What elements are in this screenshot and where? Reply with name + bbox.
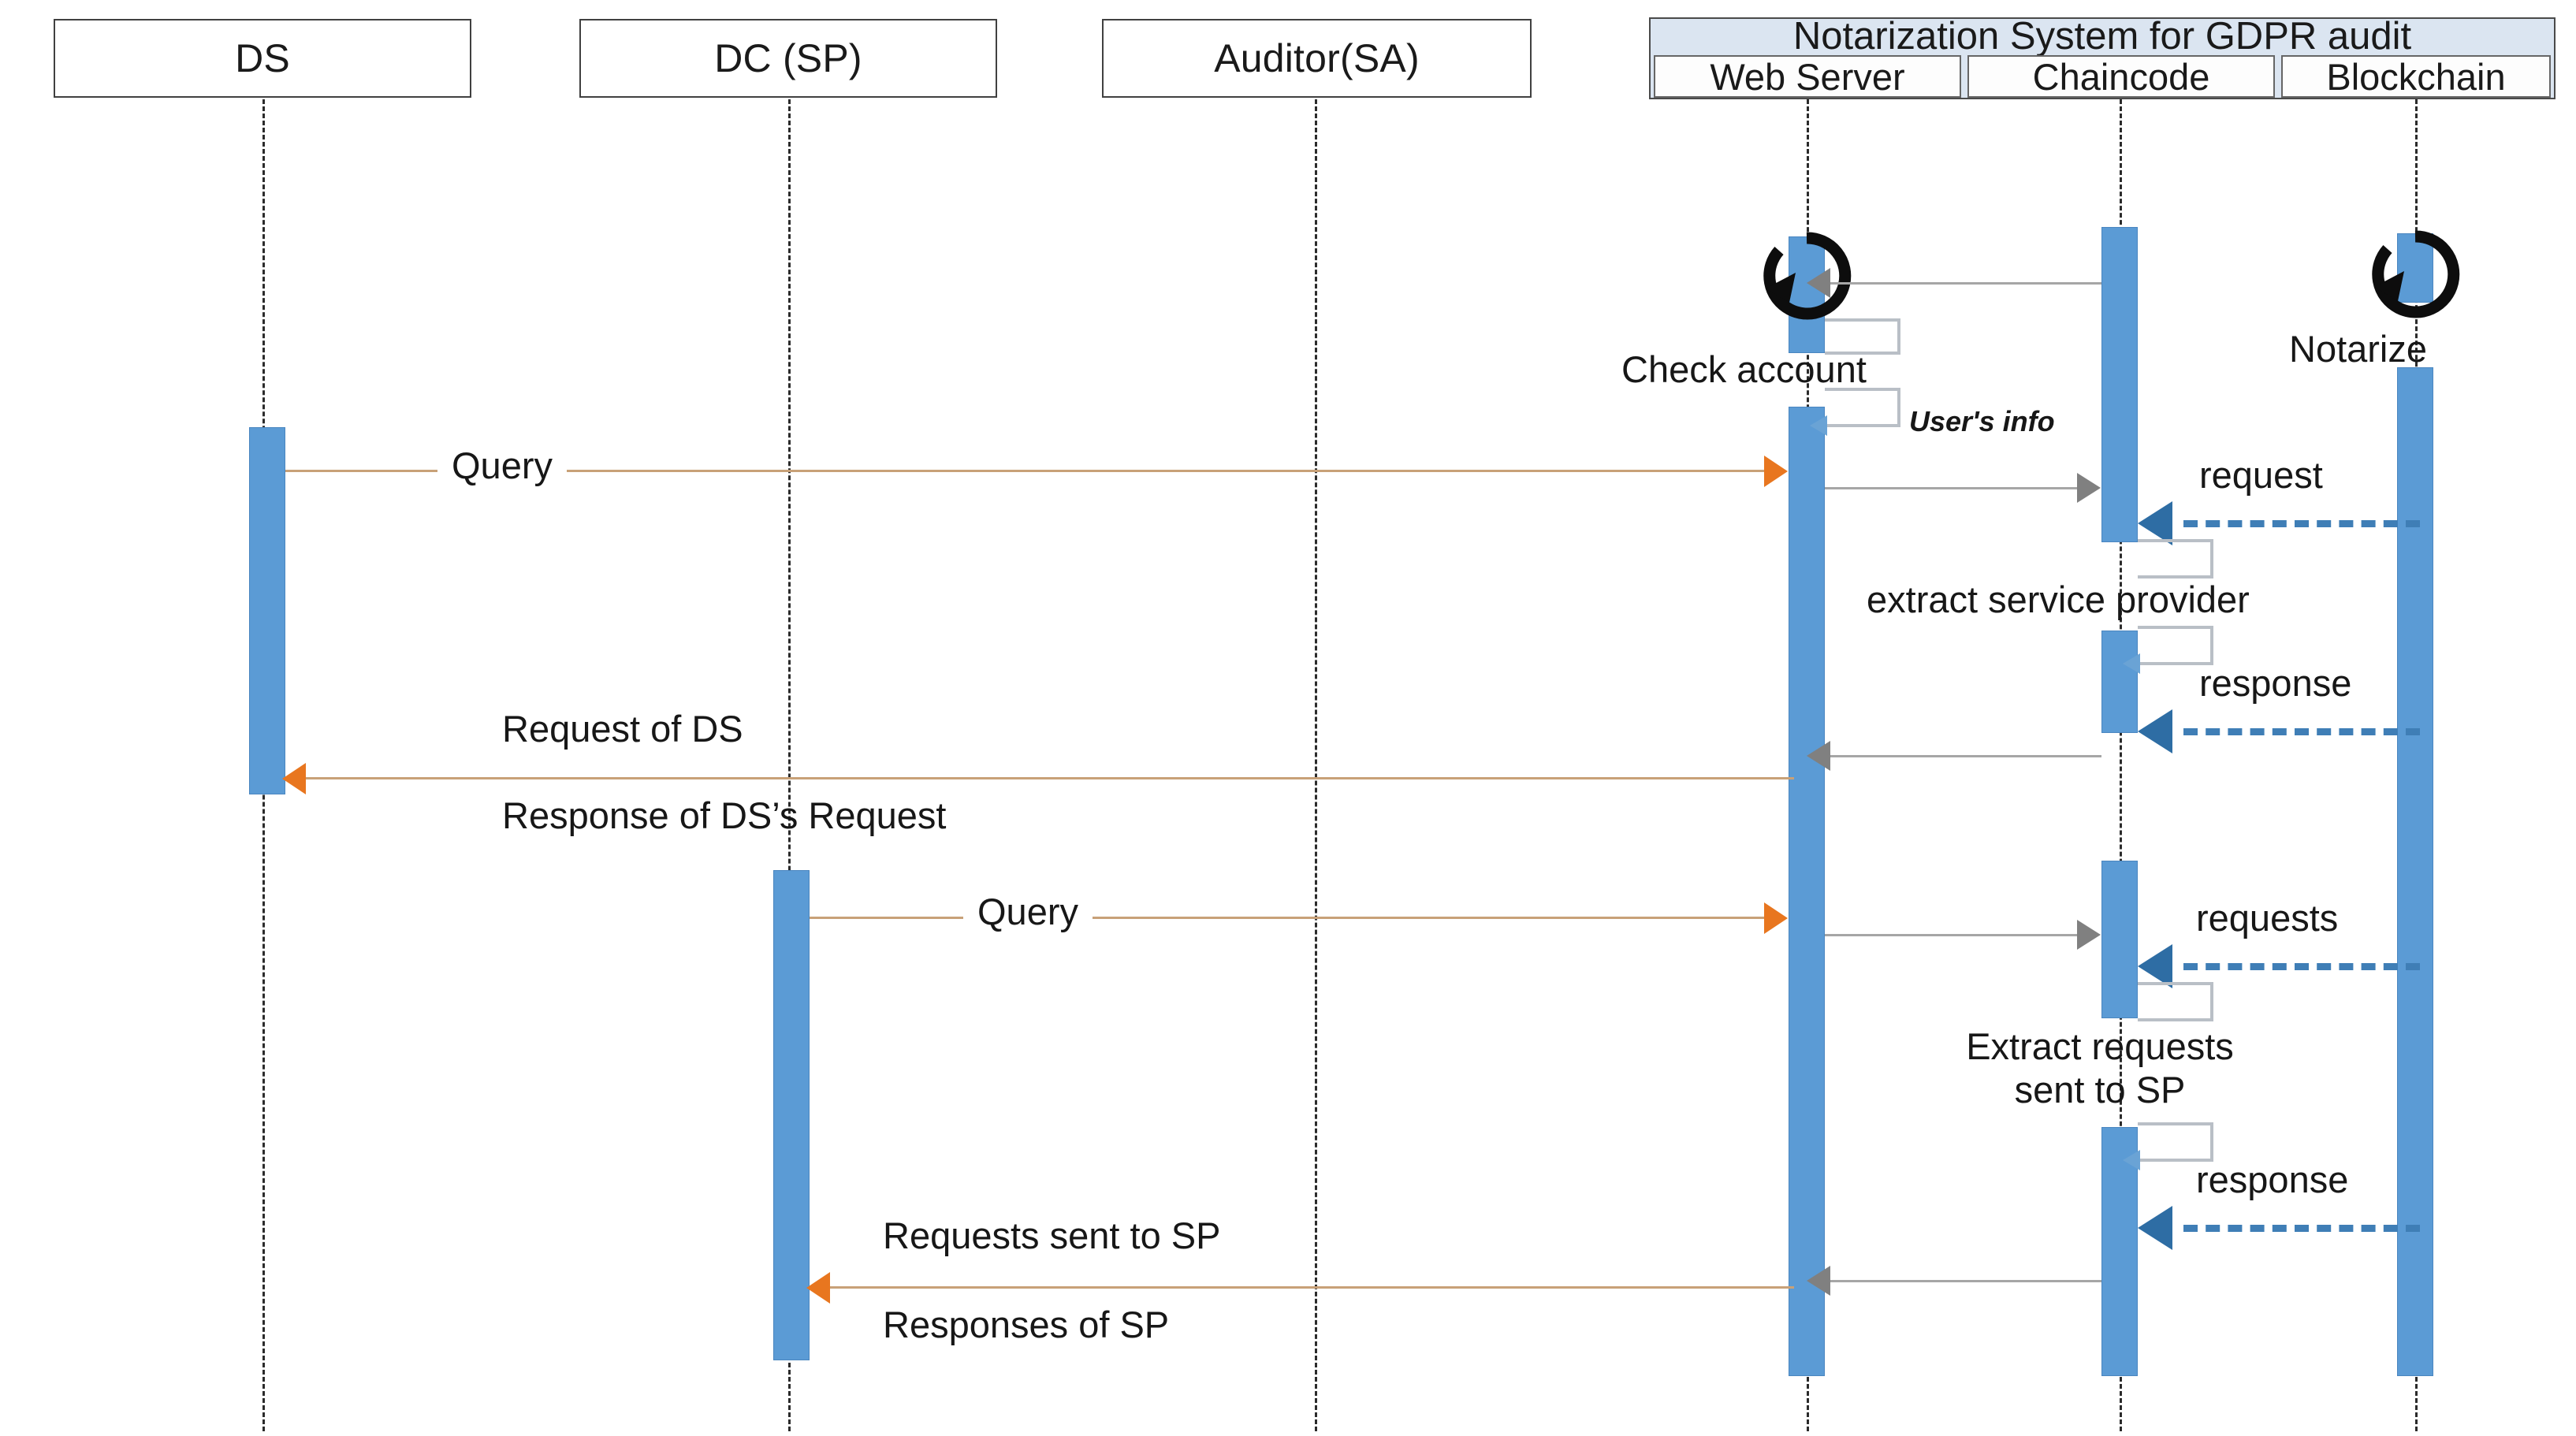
responses-of-sp-text: Responses of SP [883,1304,1170,1345]
message-line-request[interactable] [2183,520,2420,527]
activation-blockchain-main[interactable] [2397,367,2433,1376]
lifeline-label-ds: DS [235,36,290,80]
lifeline-header-auditor[interactable]: Auditor(SA) [1102,19,1532,98]
arrowhead-request [2138,501,2172,545]
label-response-2: response [2196,1160,2348,1199]
message-line-chaincode-to-webserver-top[interactable] [1829,282,2101,285]
extract-service-provider-text: extract service provider [1867,578,2250,620]
arrowhead-webserver-to-chaincode-1 [2077,473,2101,503]
label-users-info: User's info [1909,407,2055,437]
query-1-text: Query [452,445,553,486]
label-query-2: Query [963,891,1093,932]
query-2-text: Query [977,891,1078,932]
arrowhead-requests-sent-to-sp [806,1272,830,1304]
activation-ds[interactable] [249,427,285,794]
arrowhead-response-1 [2138,709,2172,753]
arrowhead-requests [2138,944,2172,988]
message-line-query-2[interactable] [810,917,1785,919]
message-line-webserver-to-chaincode-1[interactable] [1825,487,2093,489]
activation-web-server-main[interactable] [1789,407,1825,1376]
check-account-text: Check account [1621,348,1867,390]
lifeline-chaincode [2120,99,2122,1431]
activation-chaincode-top[interactable] [2101,227,2138,542]
arrowhead-query-2 [1764,902,1788,934]
activation-auditor[interactable] [773,870,810,1360]
arrowhead-webserver-to-chaincode-2 [2077,920,2101,950]
extract-service-provider-hook-top [2138,539,2213,578]
label-request-of-ds: Request of DS [502,709,743,748]
extract-requests-line-1: Extract requests [1966,1025,2234,1067]
activation-chaincode-extract-sp[interactable] [2101,631,2138,733]
arrowhead-response-2 [2138,1206,2172,1250]
response-of-ds-request-text: Response of DS’s Request [502,794,947,836]
activation-blockchain-notarize[interactable] [2397,233,2433,303]
arrowhead-query-1 [1764,456,1788,487]
extract-requests-line-2: sent to SP [2014,1069,2186,1111]
arrowhead-chaincode-to-webserver-3 [1807,1266,1830,1296]
lifeline-header-chaincode[interactable]: Chaincode [1967,55,2275,98]
request-text: request [2199,454,2323,496]
response-2-text: response [2196,1159,2349,1200]
lifeline-auditor [1315,99,1317,1431]
lifeline-label-auditor: Auditor(SA) [1214,36,1420,80]
label-request: request [2199,456,2323,494]
extract-requests-hook-top [2138,982,2213,1021]
message-line-response-1[interactable] [2183,728,2420,735]
arrowhead-chaincode-to-webserver-2 [1807,741,1830,771]
lifeline-label-chaincode: Chaincode [2032,55,2210,98]
message-line-request-of-ds[interactable] [306,777,1794,779]
label-notarize: Notarize [2289,329,2427,368]
label-requests-sent-to-sp: Requests sent to SP [883,1216,1220,1255]
message-line-requests[interactable] [2183,963,2420,970]
lifeline-header-web-server[interactable]: Web Server [1654,55,1961,98]
message-line-chaincode-to-webserver-3[interactable] [1829,1280,2101,1282]
label-response-1: response [2199,664,2351,702]
lifeline-label-blockchain: Blockchain [2326,55,2506,98]
lifeline-label-web-server: Web Server [1710,55,1905,98]
check-account-loop-icon [1758,227,1856,325]
label-requests: requests [2196,898,2338,937]
arrowhead-extract-service-provider [2123,653,2140,674]
request-of-ds-text: Request of DS [502,708,743,750]
message-line-query-1[interactable] [285,470,1785,472]
message-line-chaincode-to-webserver-2[interactable] [1829,755,2101,757]
arrowhead-request-of-ds [282,763,306,794]
lifeline-header-blockchain[interactable]: Blockchain [2281,55,2551,98]
extract-requests-hook-bottom [2138,1122,2213,1162]
users-info-text: User's info [1909,405,2055,437]
message-line-response-2[interactable] [2183,1225,2420,1232]
arrowhead-users-info [1810,415,1827,436]
label-extract-requests-sent-to-sp: Extract requests sent to SP [1895,1025,2305,1112]
lifeline-header-ds[interactable]: DS [54,19,471,98]
arrowhead-chaincode-to-webserver-top [1807,268,1830,298]
group-title-text: Notarization System for GDPR audit [1792,15,2412,58]
message-line-requests-sent-to-sp[interactable] [830,1286,1794,1289]
users-info-return-hook [1825,388,1900,427]
response-1-text: response [2199,662,2352,704]
requests-text: requests [2196,897,2339,939]
notarize-loop-icon [2366,225,2464,323]
arrowhead-extract-requests [2123,1150,2140,1170]
label-extract-service-provider: extract service provider [1867,580,2250,619]
lifeline-header-dc[interactable]: DC (SP) [579,19,997,98]
label-response-of-ds-request: Response of DS’s Request [502,796,946,835]
message-line-webserver-to-chaincode-2[interactable] [1825,934,2093,936]
notarization-system-title: Notarization System for GDPR audit [1649,15,2556,58]
check-account-return-hook [1825,318,1900,355]
lifeline-label-dc: DC (SP) [714,36,862,80]
activation-chaincode-requests[interactable] [2101,861,2138,1018]
label-check-account: Check account [1621,350,1867,389]
label-query-1: Query [437,446,567,485]
requests-sent-to-sp-text: Requests sent to SP [883,1215,1221,1256]
notarize-text: Notarize [2289,328,2428,370]
lifeline-dc [788,99,791,1431]
label-responses-of-sp: Responses of SP [883,1305,1169,1344]
extract-service-provider-hook-bottom [2138,626,2213,665]
